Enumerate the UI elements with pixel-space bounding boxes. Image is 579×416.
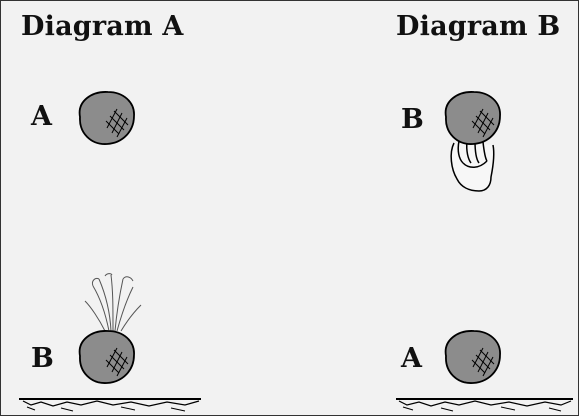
diagram-b-ball-top: [446, 92, 500, 144]
diagram-a-dust-cloud: [85, 274, 141, 331]
diagram-a-ball-bottom: [80, 331, 134, 383]
diagram-b-ground: [396, 399, 573, 411]
diagram-a-ball-top: [80, 92, 134, 144]
diagram-a-ground: [19, 399, 201, 411]
diagram-b-hand: [451, 141, 494, 191]
diagram-b-ball-bottom: [446, 331, 500, 383]
